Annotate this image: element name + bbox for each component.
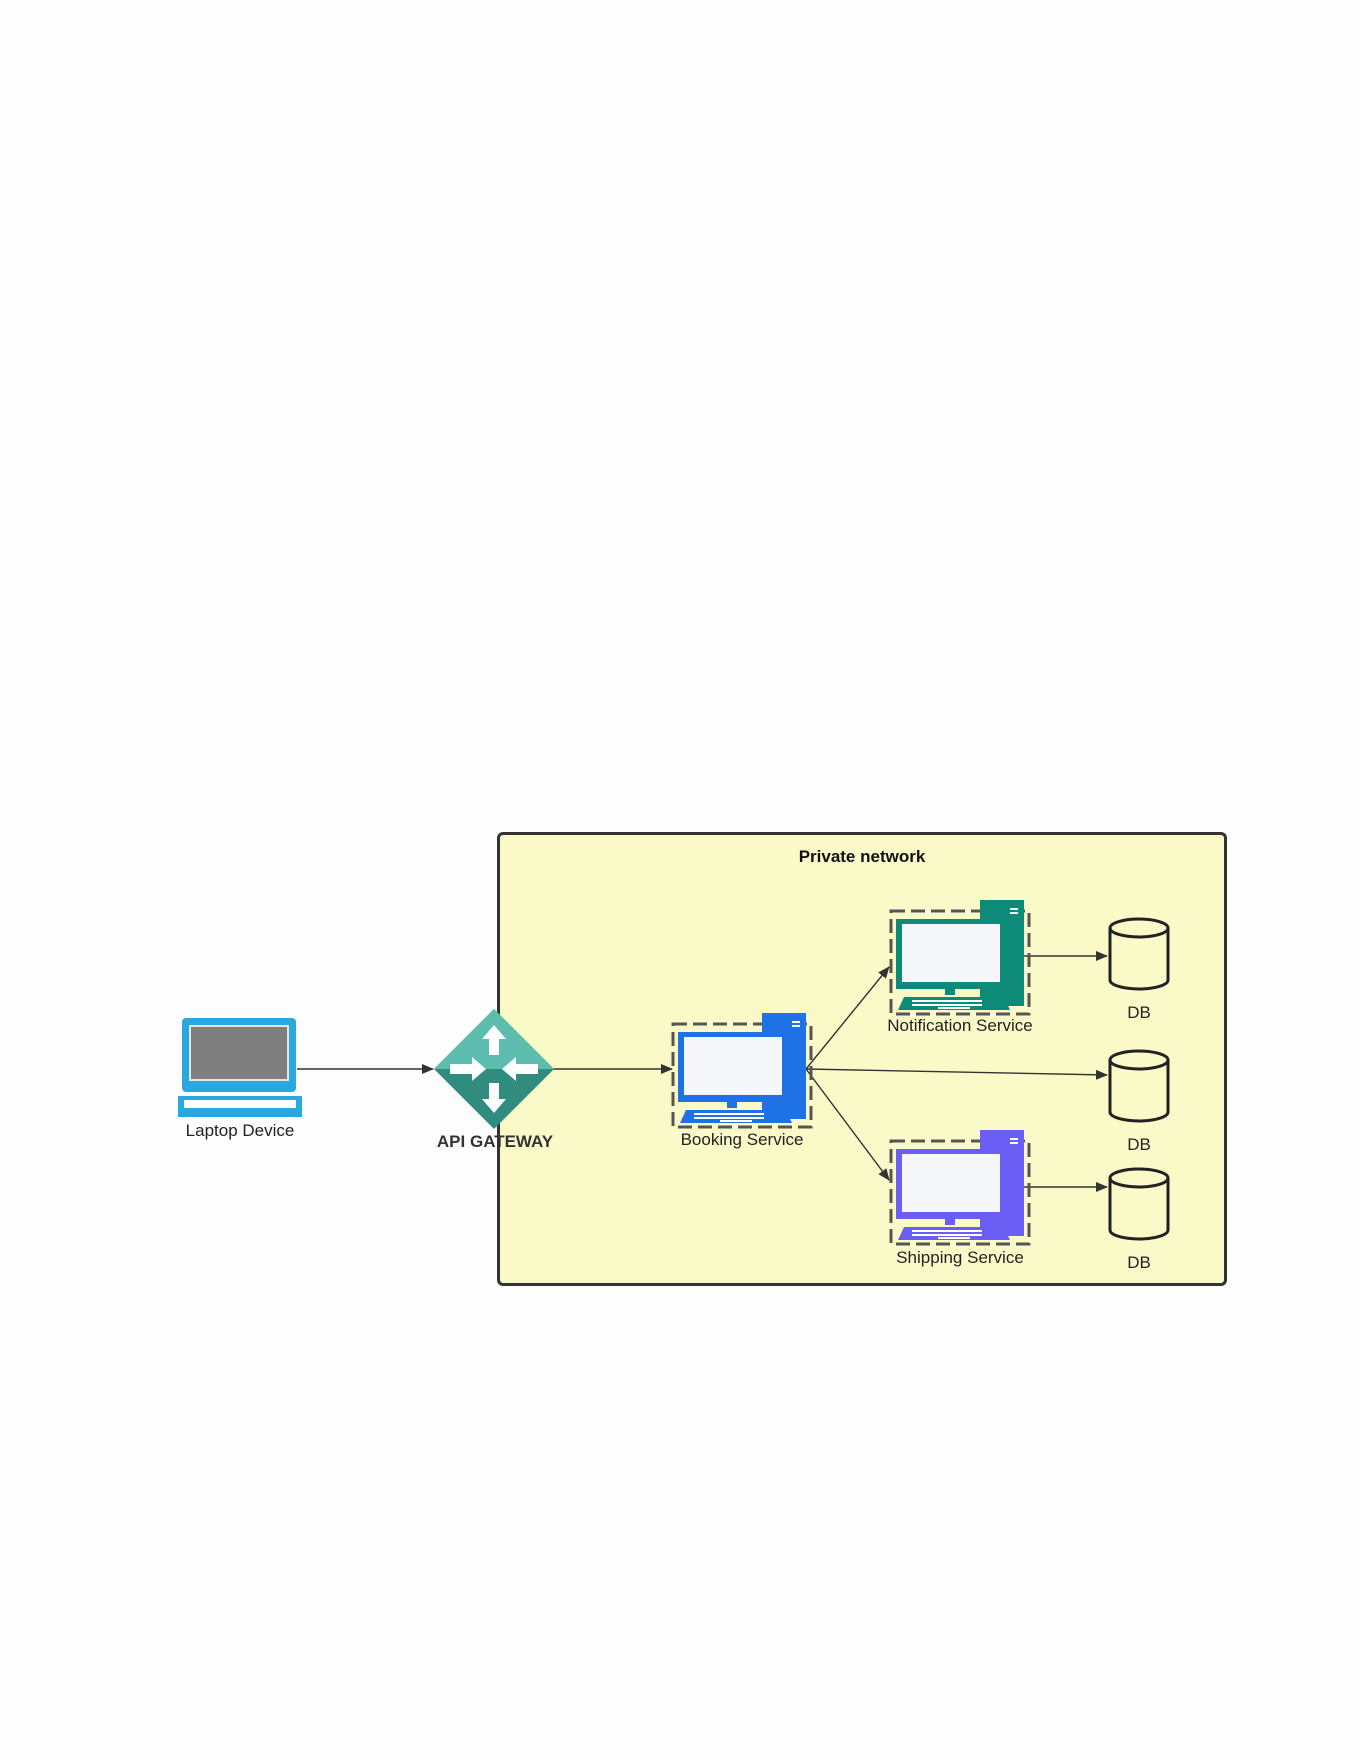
- private-network-region: Private network: [497, 832, 1227, 1286]
- laptop-icon: [178, 1018, 302, 1117]
- booking-label: Booking Service: [680, 1130, 804, 1149]
- db2-label: DB: [1127, 1135, 1151, 1154]
- db3-label: DB: [1127, 1253, 1151, 1272]
- booking-server-icon: [671, 1013, 813, 1129]
- api-gateway-icon: [434, 1009, 554, 1129]
- shipping-label: Shipping Service: [896, 1248, 1024, 1267]
- notification-label: Notification Service: [887, 1016, 1033, 1035]
- database-icon-1: [1108, 917, 1170, 991]
- edge-booking-notification: [805, 966, 890, 1070]
- gateway-label: API GATEWAY: [436, 1132, 554, 1151]
- shipping-server-icon: [889, 1130, 1031, 1246]
- notification-server-icon: [889, 900, 1031, 1016]
- region-title: Private network: [798, 847, 926, 866]
- edges: [297, 951, 1108, 1192]
- edge-booking-db2: [805, 1068, 1108, 1080]
- edge-booking-shipping: [805, 1068, 890, 1181]
- laptop-label: Laptop Device: [185, 1121, 295, 1140]
- db1-label: DB: [1127, 1003, 1151, 1022]
- database-icon-2: [1108, 1049, 1170, 1123]
- database-icon-3: [1108, 1167, 1170, 1241]
